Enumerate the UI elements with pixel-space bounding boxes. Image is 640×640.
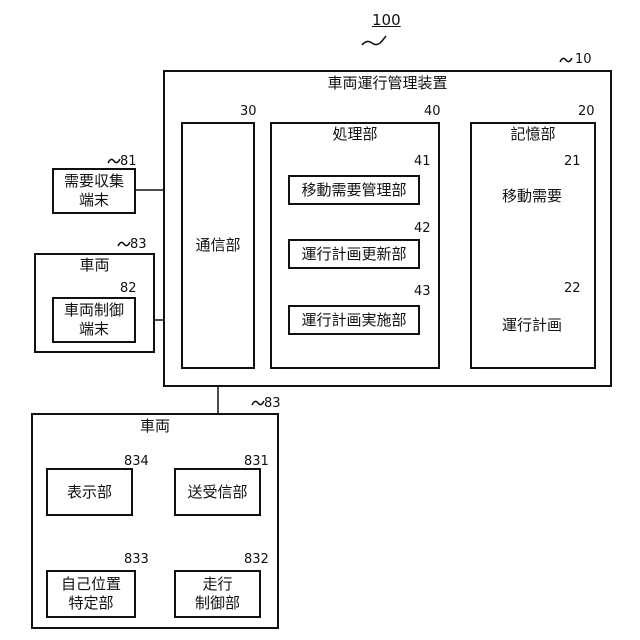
self-position-unit: 自己位置 特定部	[46, 570, 136, 618]
demand-terminal-line1: 需要収集	[64, 172, 124, 191]
demand-management-unit: 移動需要管理部	[288, 175, 420, 205]
leader-81	[108, 159, 120, 163]
display-label: 表示部	[67, 483, 112, 502]
demand-management-ref: 41	[414, 155, 431, 169]
vehicle-top-ref: 83	[130, 238, 147, 252]
vehicle-bottom-ref: 83	[264, 397, 281, 411]
vehicle-control-terminal: 車両制御 端末	[52, 297, 136, 343]
travel-control-ref: 832	[244, 553, 269, 567]
vehicle-terminal-line2: 端末	[79, 320, 109, 339]
storage-unit-ref: 20	[578, 105, 595, 119]
transceiver-ref: 831	[244, 455, 269, 469]
system-ref-number: 100	[372, 12, 401, 28]
self-position-line2: 特定部	[68, 594, 113, 613]
plan-execution-ref: 43	[414, 285, 431, 299]
demand-collection-terminal: 需要収集 端末	[52, 168, 136, 214]
travel-demand-db-ref: 21	[564, 155, 581, 169]
leader-83-top	[118, 242, 130, 246]
leader-10	[560, 58, 572, 62]
device-ref: 10	[575, 53, 592, 67]
display-unit: 表示部	[46, 468, 133, 516]
demand-terminal-line2: 端末	[79, 191, 109, 210]
travel-control-line2: 制御部	[195, 594, 240, 613]
travel-control-unit: 走行 制御部	[174, 570, 261, 618]
vehicle-top-title: 車両	[34, 256, 155, 275]
plan-execution-unit: 運行計画実施部	[288, 305, 420, 335]
device-title: 車両運行管理装置	[163, 74, 612, 93]
communication-unit-label: 通信部	[195, 236, 240, 255]
vehicle-terminal-line1: 車両制御	[64, 301, 124, 320]
leader-100	[362, 36, 386, 45]
processing-unit-ref: 40	[424, 105, 441, 119]
demand-terminal-ref: 81	[120, 155, 137, 169]
transceiver-label: 送受信部	[187, 483, 247, 502]
plan-update-label: 運行計画更新部	[301, 245, 406, 264]
plan-update-ref: 42	[414, 222, 431, 236]
travel-demand-db-label: 移動需要	[485, 187, 579, 206]
vehicle-bottom-title: 車両	[31, 417, 279, 436]
demand-management-label: 移動需要管理部	[301, 181, 406, 200]
leader-83-bottom	[252, 401, 264, 405]
plan-update-unit: 運行計画更新部	[288, 239, 420, 269]
transceiver-unit: 送受信部	[174, 468, 261, 516]
communication-unit-ref: 30	[240, 105, 257, 119]
operation-plan-db-label: 運行計画	[485, 316, 579, 335]
self-position-line1: 自己位置	[61, 575, 121, 594]
self-position-ref: 833	[124, 553, 149, 567]
storage-unit-title: 記憶部	[470, 125, 596, 144]
communication-unit: 通信部	[181, 122, 255, 369]
plan-execution-label: 運行計画実施部	[301, 311, 406, 330]
processing-unit-title: 処理部	[270, 125, 440, 144]
display-ref: 834	[124, 455, 149, 469]
travel-control-line1: 走行	[202, 575, 232, 594]
vehicle-terminal-ref: 82	[120, 282, 137, 296]
operation-plan-db-ref: 22	[564, 282, 581, 296]
